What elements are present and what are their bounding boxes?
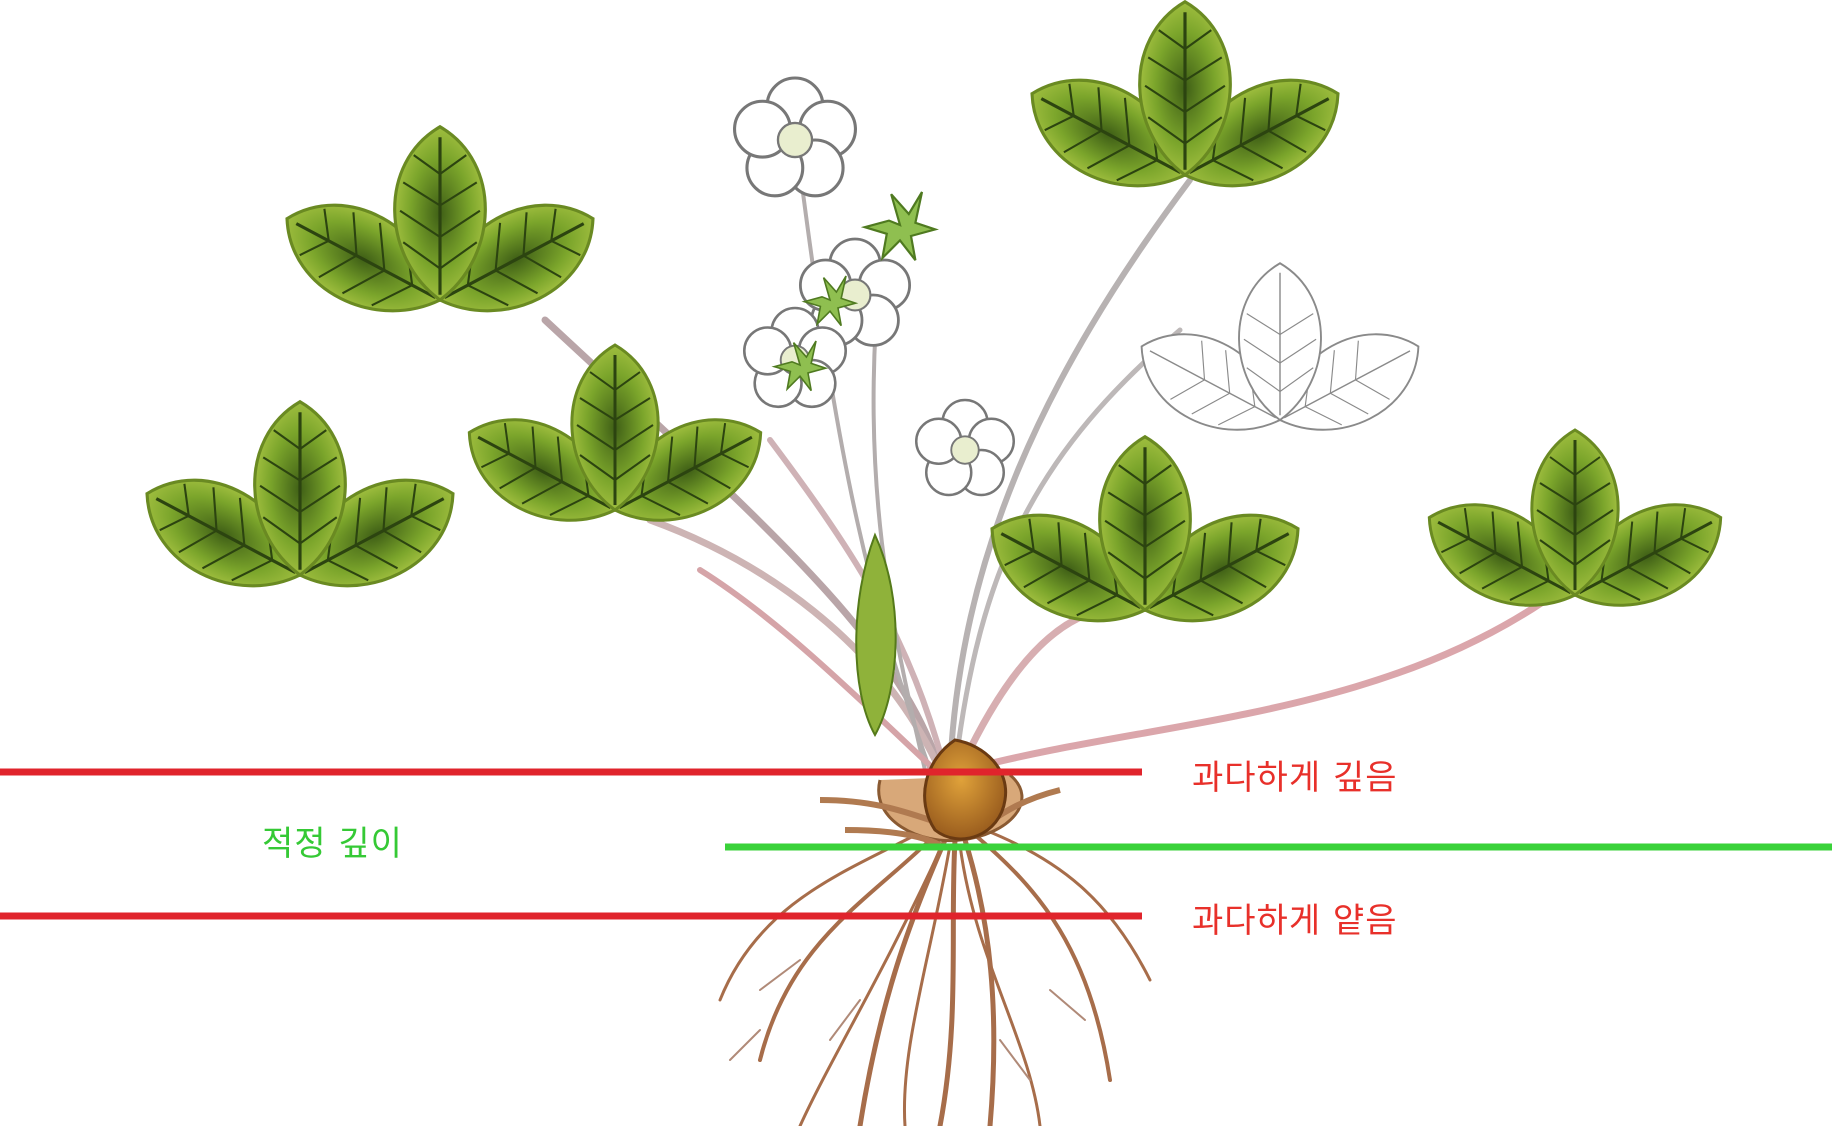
too-deep-label: 과다하게 깊음: [1192, 750, 1398, 799]
roots: [720, 830, 1150, 1126]
too-shallow-label: 과다하게 얕음: [1192, 893, 1398, 942]
proper-depth-label: 적정 깊이: [262, 816, 403, 865]
